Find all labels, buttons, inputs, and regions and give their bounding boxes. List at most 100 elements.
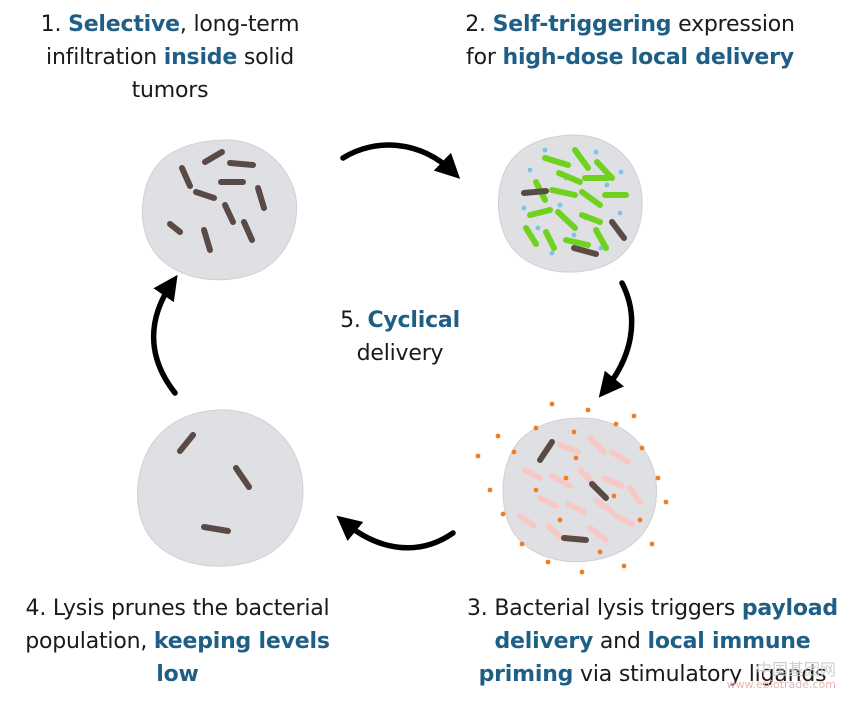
payload-particle xyxy=(579,569,585,575)
caption-text: 4. Lysis prunes the bacterial xyxy=(25,596,330,621)
caption-highlight: keeping levels xyxy=(153,629,330,654)
watermark-en: www.ebiotrade.com xyxy=(726,678,836,691)
payload-particle xyxy=(597,549,603,555)
caption-highlight: Cyclical xyxy=(367,308,460,333)
lysed-bacterium xyxy=(565,501,587,515)
bacterium xyxy=(589,481,609,501)
caption-text: via stimulatory ligands xyxy=(573,662,827,687)
bacterium xyxy=(222,202,236,225)
expressing-bacterium xyxy=(572,147,591,171)
expressing-bacterium xyxy=(555,209,578,231)
payload-particle xyxy=(533,425,539,431)
caption-text: 1. xyxy=(40,12,69,37)
caption-line: 1. Selective, long-term xyxy=(5,8,335,41)
bacterium xyxy=(537,439,555,463)
payload-particle xyxy=(649,541,655,547)
lysed-bacterium xyxy=(587,525,609,543)
lysed-bacterium xyxy=(517,513,537,529)
expressing-bacterium xyxy=(579,212,603,225)
expressing-bacterium xyxy=(556,170,583,185)
droplet xyxy=(618,169,624,175)
lysed-bacterium xyxy=(522,467,543,481)
payload-particle xyxy=(621,563,627,569)
lysed-bacterium xyxy=(601,475,625,489)
watermark-zh: 中国基因网 xyxy=(755,660,836,679)
bacterium xyxy=(201,227,213,253)
cycle-arrows xyxy=(150,142,635,551)
caption-line: delivery and local immune xyxy=(460,625,845,658)
tumor-4-bacteria xyxy=(177,432,252,534)
payload-particle xyxy=(571,429,577,435)
bacterium xyxy=(193,189,217,201)
caption-line: priming via stimulatory ligands xyxy=(460,658,845,691)
droplet xyxy=(549,250,555,256)
bacterium xyxy=(202,149,225,165)
tumor-3-payload xyxy=(475,401,669,575)
tumor-3-bacteria xyxy=(537,439,609,543)
droplet xyxy=(557,202,563,208)
arrow-stage-2-to-3 xyxy=(598,280,635,398)
bacterium xyxy=(227,160,256,168)
expressing-bacterium xyxy=(542,155,571,168)
caption-highlight: payload xyxy=(741,596,838,621)
expressing-bacterium xyxy=(563,237,591,248)
payload-particle xyxy=(511,449,517,455)
expressing-bacterium xyxy=(523,225,539,247)
step-5-caption: 5. Cyclical delivery xyxy=(305,304,495,370)
expressing-bacterium xyxy=(579,189,603,208)
caption-line: delivery xyxy=(305,337,495,370)
bacterium xyxy=(201,524,231,534)
lysed-bacterium xyxy=(587,435,607,455)
caption-text: 5. xyxy=(340,308,368,333)
payload-particle xyxy=(519,541,525,547)
expressing-bacterium xyxy=(549,187,578,198)
payload-particle xyxy=(500,511,506,517)
payload-particle xyxy=(475,453,481,459)
payload-particle xyxy=(631,413,637,419)
step-4-caption: 4. Lysis prunes the bacterial population,… xyxy=(5,592,350,691)
lysed-bacterium xyxy=(549,473,573,489)
payload-particle xyxy=(533,487,539,493)
bacterium xyxy=(609,219,627,241)
payload-particle xyxy=(585,407,591,413)
caption-line: 4. Lysis prunes the bacterial xyxy=(5,592,350,625)
lysed-bacterium xyxy=(557,442,581,455)
payload-particle xyxy=(495,433,501,439)
arrow-stage-4-to-1 xyxy=(150,274,178,396)
caption-line: for high-dose local delivery xyxy=(440,41,820,74)
payload-particle xyxy=(663,499,669,505)
droplet xyxy=(521,205,527,211)
lysed-bacterium xyxy=(537,495,559,509)
caption-text: delivery xyxy=(356,341,444,366)
droplet xyxy=(542,147,548,153)
payload-particle xyxy=(611,493,617,499)
tumor-stage-4 xyxy=(137,409,304,567)
payload-particle xyxy=(557,517,563,523)
arrow-stage-3-to-4 xyxy=(336,515,456,551)
caption-highlight: delivery xyxy=(494,629,594,654)
lysed-bacterium xyxy=(593,497,615,515)
caption-line: 5. Cyclical xyxy=(305,304,495,337)
caption-line: 2. Self-triggering expression xyxy=(440,8,820,41)
droplet xyxy=(617,210,623,216)
caption-line: 3. Bacterial lysis triggers payload xyxy=(460,592,845,625)
bacterium xyxy=(233,465,252,490)
caption-text: , long-term xyxy=(179,12,300,37)
caption-line: population, keeping levels xyxy=(5,625,350,658)
caption-text: expression xyxy=(671,12,795,37)
tumor-4-blob xyxy=(137,409,304,567)
payload-particle xyxy=(487,487,493,493)
payload-particle xyxy=(639,445,645,451)
tumor-stage-3 xyxy=(475,401,669,575)
lysed-bacterium xyxy=(609,449,631,465)
droplet xyxy=(571,232,577,238)
payload-particle xyxy=(573,455,579,461)
lysed-bacterium xyxy=(545,523,565,541)
arrow-stage-1-to-2 xyxy=(340,142,461,179)
tumor-stage-2 xyxy=(498,134,643,273)
caption-text: 2. xyxy=(465,12,493,37)
